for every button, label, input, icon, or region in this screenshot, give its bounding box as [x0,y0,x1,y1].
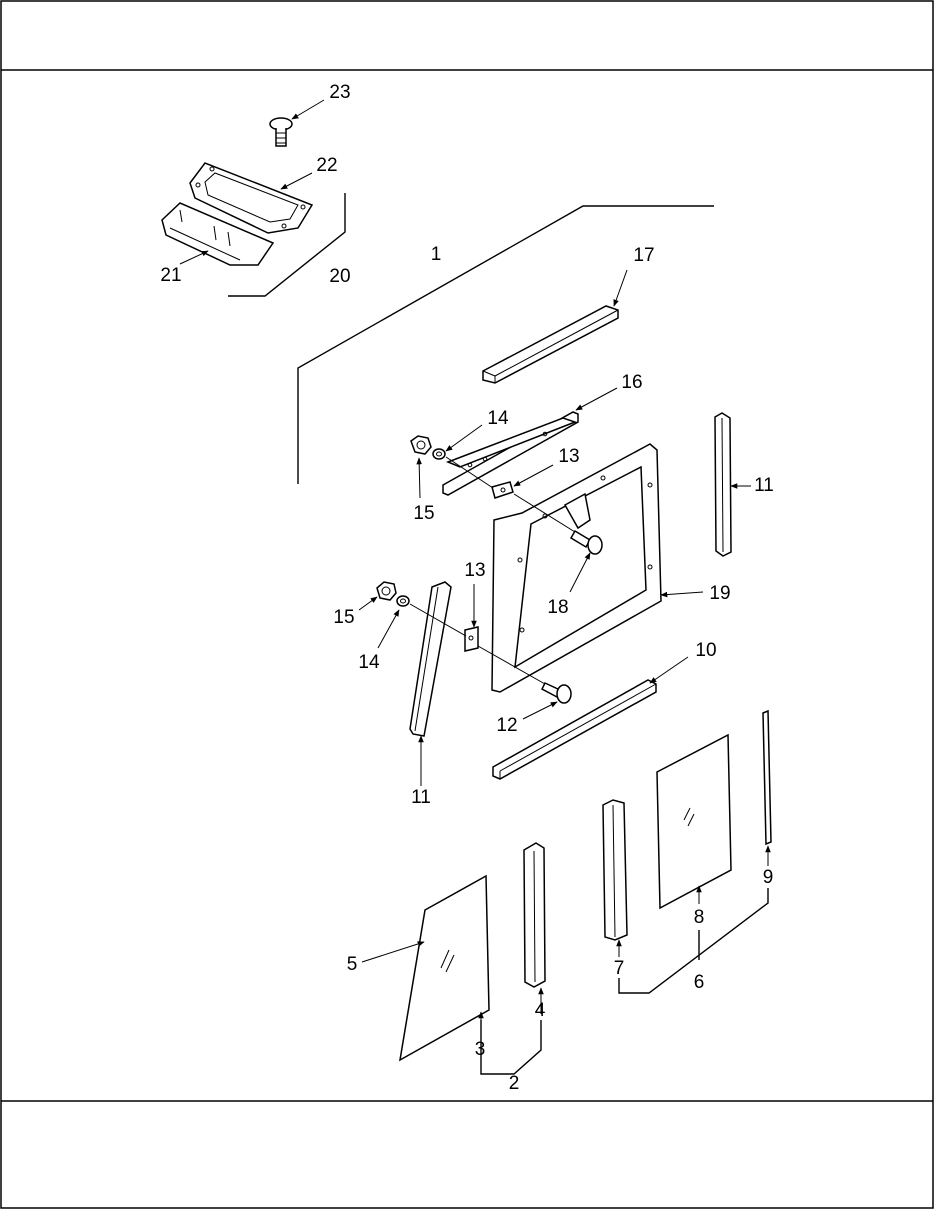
group-2-bracket [480,1020,542,1075]
part-13-upper-clip [491,481,514,499]
callout-17: 17 [633,245,654,266]
part-12-bolt [541,682,572,704]
part-19-frame [491,443,662,693]
callout-14-lower: 14 [358,652,380,673]
part-11-left-post [409,581,452,737]
lower-fastener-axis [409,603,467,637]
callout-5: 5 [347,954,358,975]
part-9-strip [762,709,772,846]
callout-15-upper: 15 [413,503,434,524]
callout-18: 18 [547,597,568,618]
callout-13-lower: 13 [464,560,485,581]
callout-11-left: 11 [411,787,431,808]
group-1-bracket [297,205,714,484]
part-7-channel [602,799,628,941]
leader-lines [179,99,771,1036]
part-5-glass [399,874,490,1062]
part-21-glass [161,202,275,266]
callout-12: 12 [496,715,517,736]
callout-10: 10 [695,640,716,661]
part-14-lower-washer [396,595,410,607]
callout-6: 6 [694,972,705,993]
callout-20: 20 [329,266,350,287]
part-15-upper-nut [410,435,432,455]
callout-8: 8 [694,907,705,928]
group-6-bracket [618,888,769,994]
callout-23: 23 [329,82,350,103]
callout-3: 3 [475,1039,486,1060]
callout-7: 7 [614,958,625,979]
upper-fastener-axis [445,456,494,489]
callout-2: 2 [509,1073,520,1094]
callout-4: 4 [535,1000,546,1021]
part-11-right-seal [714,412,732,557]
callout-16: 16 [621,372,642,393]
callout-21: 21 [160,265,181,286]
part-14-upper-washer [432,448,446,460]
callout-13-upper: 13 [558,446,579,467]
lower-bolt-axis [477,645,546,685]
callout-14-upper: 14 [487,408,509,429]
part-17-top-channel [482,305,619,384]
part-18-bolt [569,529,603,555]
callout-22: 22 [316,155,337,176]
part-4-channel [523,842,546,988]
upper-bolt-axis [513,493,576,533]
part-23-bolt [269,117,293,147]
callout-19: 19 [709,583,730,604]
callout-9: 9 [763,867,774,888]
part-15-lower-nut [376,581,397,601]
callout-1: 1 [431,244,442,265]
callout-11-right: 11 [754,475,774,496]
part-22-gasket [189,162,314,234]
part-16-upper-rail [442,411,579,496]
part-10-bottom-channel [492,679,657,780]
group-20-bracket [228,193,346,297]
part-13-lower-clip [464,626,479,652]
callout-15-lower: 15 [333,607,354,628]
part-8-glass [656,733,732,910]
